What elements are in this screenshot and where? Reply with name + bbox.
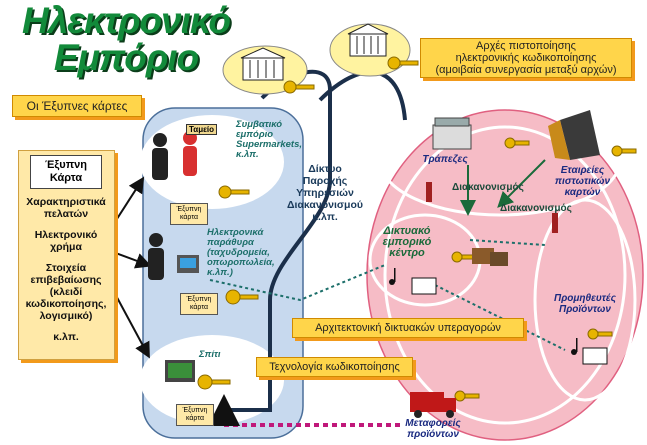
smart-card-item: Ηλεκτρονικό χρήμα (20, 229, 112, 253)
smart-card-item: Στοιχεία επιβεβαίωσης (κλειδί κωδικοποίη… (20, 262, 112, 322)
credit-card-companies-label: Εταιρείες πιστωτικών καρτών (545, 165, 620, 198)
home-label: Σπίτι (199, 350, 229, 360)
cashier-tag: Ταμείο (186, 124, 217, 135)
smart-cards-label: Οι Έξυπνες κάρτες (12, 95, 142, 117)
mini-smart-card: Έξυπνη κάρτα (180, 293, 218, 315)
smart-card-item: Χαρακτηριστικά πελατών (20, 196, 112, 220)
mini-smart-card: Έξυπνη κάρτα (176, 404, 214, 426)
clearing-label-2: Διακανονισμός (500, 203, 572, 214)
product-suppliers-label: Προμηθευτές Προϊόντων (550, 293, 620, 315)
conventional-commerce-label: Συμβατικό εμπόριο Supermarkets, κ.λπ. (236, 120, 306, 160)
mini-smart-card: Έξυπνη κάρτα (170, 203, 208, 225)
page-title: Ηλεκτρονικό Εμπόριο (6, 2, 246, 76)
smart-card-items: Χαρακτηριστικά πελατών Ηλεκτρονικό χρήμα… (20, 196, 112, 352)
clearing-label-1: Διακανονισμός (452, 182, 524, 193)
product-transport-label: Μεταφορείς προϊόντων (398, 418, 468, 440)
smart-card-item: κ.λπ. (20, 331, 112, 343)
architecture-banner: Αρχιτεκτονική δικτυακών υπεραγορών (292, 318, 524, 338)
bank-building-icon (433, 118, 471, 149)
pink-panel (367, 110, 643, 440)
banks-label: Τράπεζες (415, 154, 475, 165)
electronic-windows-label: Ηλεκτρονικά παράθυρα (ταχυδρομεία, οπωρο… (207, 228, 282, 278)
network-label: Δίκτυο Παροχής Υπηρεσιών Διακανονισμού κ… (285, 163, 365, 223)
certification-box: Αρχές πιστοποίησης ηλεκτρονικής κωδικοπο… (420, 38, 632, 78)
encryption-banner: Τεχνολογία κωδικοποίησης (256, 357, 413, 377)
ecommerce-center-label: Δικτυακό εμπορικό κέντρο (372, 226, 442, 259)
office-tower-icon (548, 110, 600, 160)
